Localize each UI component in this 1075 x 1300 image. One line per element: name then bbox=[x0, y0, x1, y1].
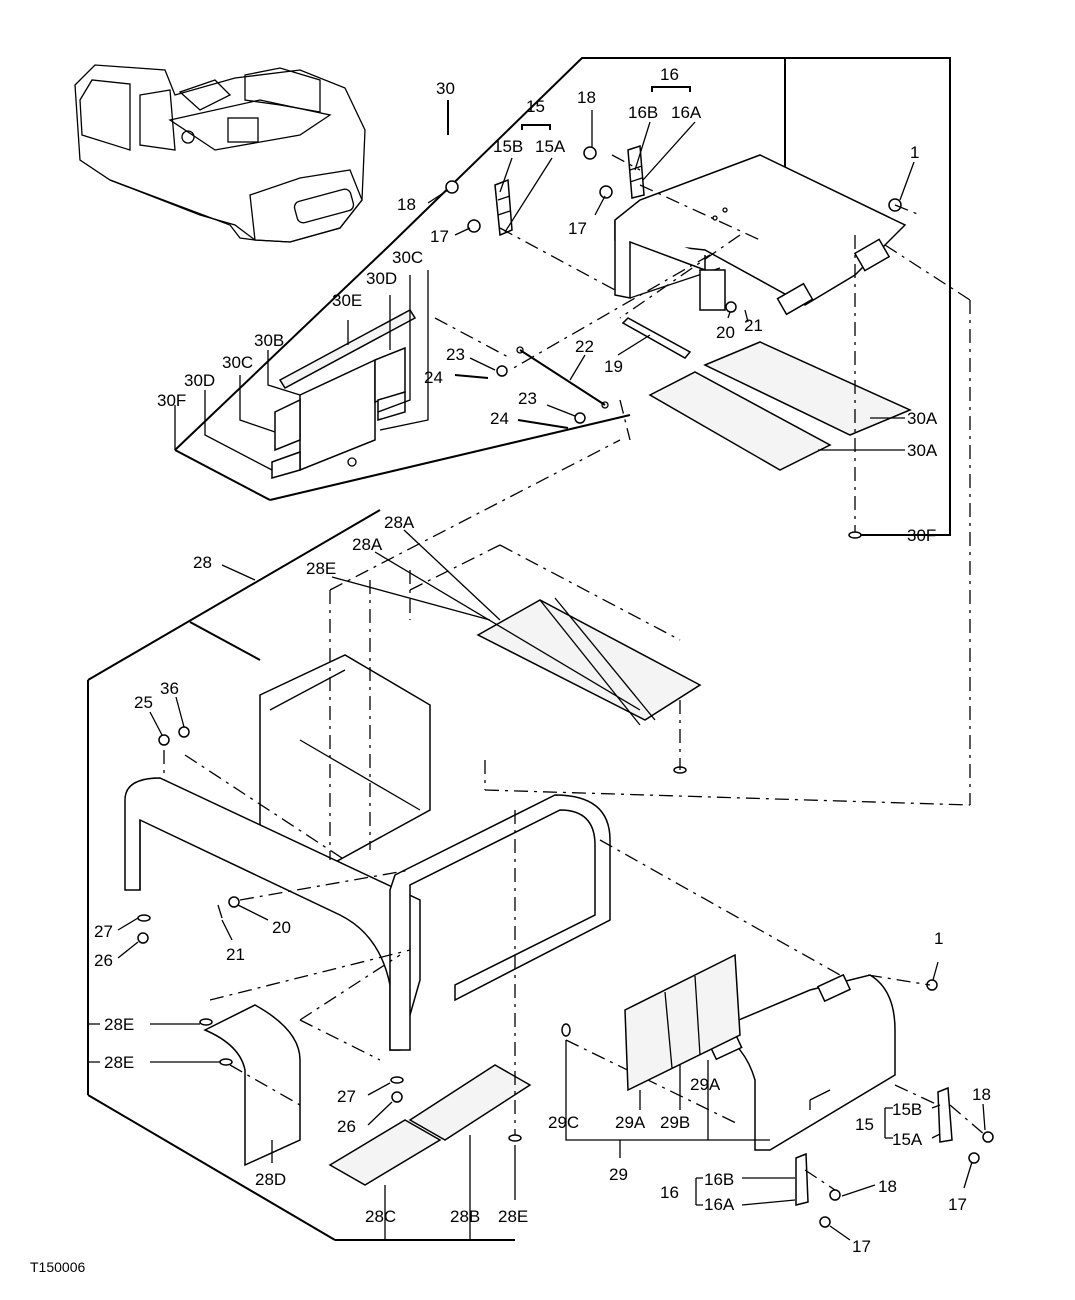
callout-28E: 28E bbox=[498, 1207, 528, 1226]
callout-24: 24 bbox=[424, 368, 443, 387]
excavator-overview-thumbnail bbox=[74, 64, 366, 243]
callout-18: 18 bbox=[972, 1085, 991, 1104]
callout-24: 24 bbox=[490, 409, 509, 428]
callout-25: 25 bbox=[134, 693, 153, 712]
callout-20: 20 bbox=[716, 323, 735, 342]
figure-id: T150006 bbox=[30, 1259, 85, 1275]
callout-28E: 28E bbox=[104, 1015, 134, 1034]
callout-28B: 28B bbox=[450, 1207, 480, 1226]
callout-1: 1 bbox=[934, 929, 943, 948]
callout-18: 18 bbox=[878, 1177, 897, 1196]
callout-29A: 29A bbox=[615, 1113, 646, 1132]
callout-17: 17 bbox=[430, 227, 449, 246]
callout-30D: 30D bbox=[366, 269, 397, 288]
callout-16B: 16B bbox=[704, 1170, 734, 1189]
side-panel-28D bbox=[203, 1004, 301, 1167]
callout-27: 27 bbox=[94, 922, 113, 941]
hinge-15-top bbox=[494, 178, 513, 237]
callout-18: 18 bbox=[397, 195, 416, 214]
callout-30F: 30F bbox=[157, 391, 186, 410]
callout-18: 18 bbox=[577, 88, 596, 107]
callout-17: 17 bbox=[852, 1237, 871, 1256]
callout-30B: 30B bbox=[254, 331, 284, 350]
callout-30E: 30E bbox=[332, 291, 362, 310]
hinges-bottom bbox=[561, 979, 994, 1228]
callout-29A: 29A bbox=[690, 1075, 721, 1094]
callout-30: 30 bbox=[436, 79, 455, 98]
hinge-16-top bbox=[627, 144, 645, 199]
callout-19: 19 bbox=[604, 357, 623, 376]
callout-30F: 30F bbox=[907, 526, 936, 545]
callout-1: 1 bbox=[910, 143, 919, 162]
callout-21: 21 bbox=[226, 945, 245, 964]
callout-30D: 30D bbox=[184, 371, 215, 390]
callout-22: 22 bbox=[575, 337, 594, 356]
callout-30A: 30A bbox=[907, 441, 938, 460]
callout-27: 27 bbox=[337, 1087, 356, 1106]
bolts-top bbox=[445, 146, 902, 233]
callout-23: 23 bbox=[446, 345, 465, 364]
assembly-lines-29 bbox=[804, 974, 986, 1191]
washer-30F bbox=[848, 531, 862, 539]
assembly-lines-28 bbox=[163, 439, 971, 1135]
leader-lines bbox=[88, 86, 986, 1241]
callout-17: 17 bbox=[568, 219, 587, 238]
assembly-30-boundary bbox=[174, 57, 951, 536]
side-door-29 bbox=[709, 973, 896, 1151]
callout-29C: 29C bbox=[548, 1113, 579, 1132]
callout-36: 36 bbox=[160, 679, 179, 698]
insulation-pad-28C bbox=[328, 1119, 442, 1186]
callout-15: 15 bbox=[526, 97, 545, 116]
callout-28D: 28D bbox=[255, 1170, 286, 1189]
callout-23: 23 bbox=[518, 389, 537, 408]
pins-23-24 bbox=[454, 301, 749, 429]
callout-29B: 29B bbox=[660, 1113, 690, 1132]
callout-28: 28 bbox=[193, 553, 212, 572]
top-cover-panel bbox=[614, 154, 907, 316]
callout-15A: 15A bbox=[535, 137, 566, 156]
insulation-pads-30A bbox=[648, 341, 912, 471]
frame-top-28 bbox=[259, 654, 431, 866]
callout-29: 29 bbox=[609, 1165, 628, 1184]
fasteners-28 bbox=[137, 726, 687, 1142]
callout-15A: 15A bbox=[892, 1130, 923, 1149]
callout-30C: 30C bbox=[392, 248, 423, 267]
callout-26: 26 bbox=[337, 1117, 356, 1136]
insulation-pad-28B bbox=[408, 1064, 532, 1141]
insulation-pads-30B-30F bbox=[271, 309, 417, 479]
rod-22 bbox=[516, 346, 609, 409]
callout-21: 21 bbox=[744, 316, 763, 335]
callout-20: 20 bbox=[272, 918, 291, 937]
callout-28C: 28C bbox=[365, 1207, 396, 1226]
callout-28E: 28E bbox=[104, 1053, 134, 1072]
callout-28E: 28E bbox=[306, 559, 336, 578]
callout-28A: 28A bbox=[384, 513, 415, 532]
callout-30C: 30C bbox=[222, 353, 253, 372]
callout-16: 16 bbox=[660, 1183, 679, 1202]
callout-15B: 15B bbox=[892, 1100, 922, 1119]
callout-16A: 16A bbox=[671, 103, 702, 122]
bracket-19 bbox=[621, 317, 692, 359]
assembly-28-boundary bbox=[87, 509, 515, 1241]
callout-28A: 28A bbox=[352, 535, 383, 554]
insulation-panels-29A-29B bbox=[624, 953, 741, 1092]
arch-frame-right bbox=[389, 794, 611, 1051]
callout-17: 17 bbox=[948, 1195, 967, 1214]
callout-16A: 16A bbox=[704, 1195, 735, 1214]
callout-15: 15 bbox=[855, 1115, 874, 1134]
insulation-pad-28A bbox=[476, 597, 702, 726]
callout-15B: 15B bbox=[493, 137, 523, 156]
callout-30A: 30A bbox=[907, 409, 938, 428]
callout-26: 26 bbox=[94, 951, 113, 970]
callout-16B: 16B bbox=[628, 103, 658, 122]
callout-labels: 30 15 15B 15A 16 16B 16A 18 18 17 17 1 3… bbox=[30, 65, 991, 1275]
assembly-lines-top bbox=[434, 154, 971, 805]
callout-16: 16 bbox=[660, 65, 679, 84]
